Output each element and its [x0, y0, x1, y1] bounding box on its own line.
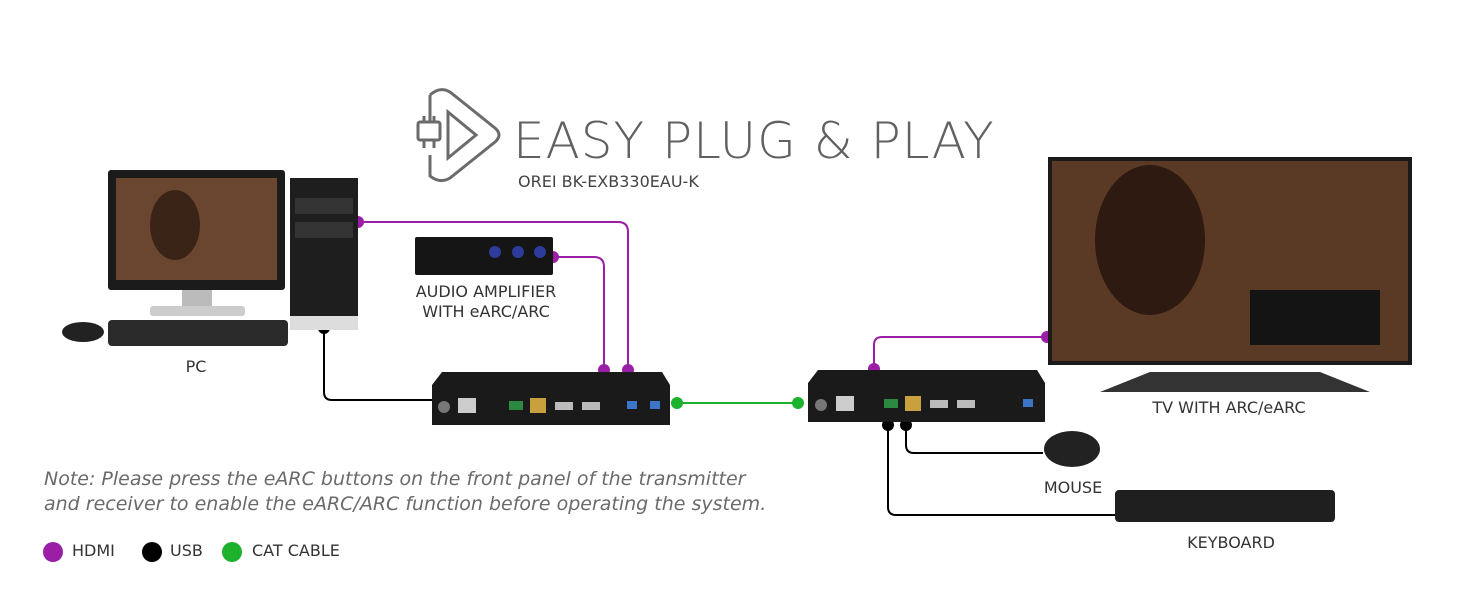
transmitter-image	[432, 372, 670, 425]
mouse-image	[1044, 431, 1100, 467]
note-line: Note: Please press the eARC buttons on t…	[44, 468, 746, 490]
usb-cable-pc	[323, 328, 432, 401]
model-number: OREI BK-EXB330EAU-K	[518, 172, 699, 191]
legend-hdmi-swatch	[43, 542, 63, 562]
mouse-label: MOUSE	[1043, 478, 1103, 497]
note-line: and receiver to enable the eARC/ARC func…	[44, 493, 767, 515]
usb-cable-mouse	[905, 425, 1043, 454]
tv-image	[1048, 157, 1412, 392]
amplifier-label-line: AUDIO AMPLIFIER	[415, 282, 557, 301]
plug-play-icon	[416, 88, 501, 183]
pc-image	[62, 170, 358, 346]
legend-cat-swatch	[222, 542, 242, 562]
legend-usb-label: USB	[170, 541, 203, 560]
pc-label: PC	[185, 357, 207, 376]
receiver-image	[808, 370, 1045, 422]
hdmi-cable-pc	[358, 221, 629, 370]
legend-hdmi-label: HDMI	[72, 541, 115, 560]
audio-amplifier-image	[415, 237, 553, 275]
keyboard-image	[1115, 490, 1335, 522]
note: Note: Please press the eARC buttons on t…	[44, 467, 766, 517]
hdmi-cable-amp	[553, 256, 605, 370]
keyboard-label: KEYBOARD	[1187, 533, 1275, 552]
tv-label: TV WITH ARC/eARC	[1152, 398, 1306, 417]
usb-cable-keyboard	[887, 425, 1118, 516]
page-title: EASY PLUG & PLAY	[513, 112, 995, 170]
legend-cat-label: CAT CABLE	[252, 541, 340, 560]
legend-usb-swatch	[142, 542, 162, 562]
amplifier-label-line: WITH eARC/ARC	[422, 302, 550, 321]
hdmi-cable-tv	[873, 336, 1047, 370]
